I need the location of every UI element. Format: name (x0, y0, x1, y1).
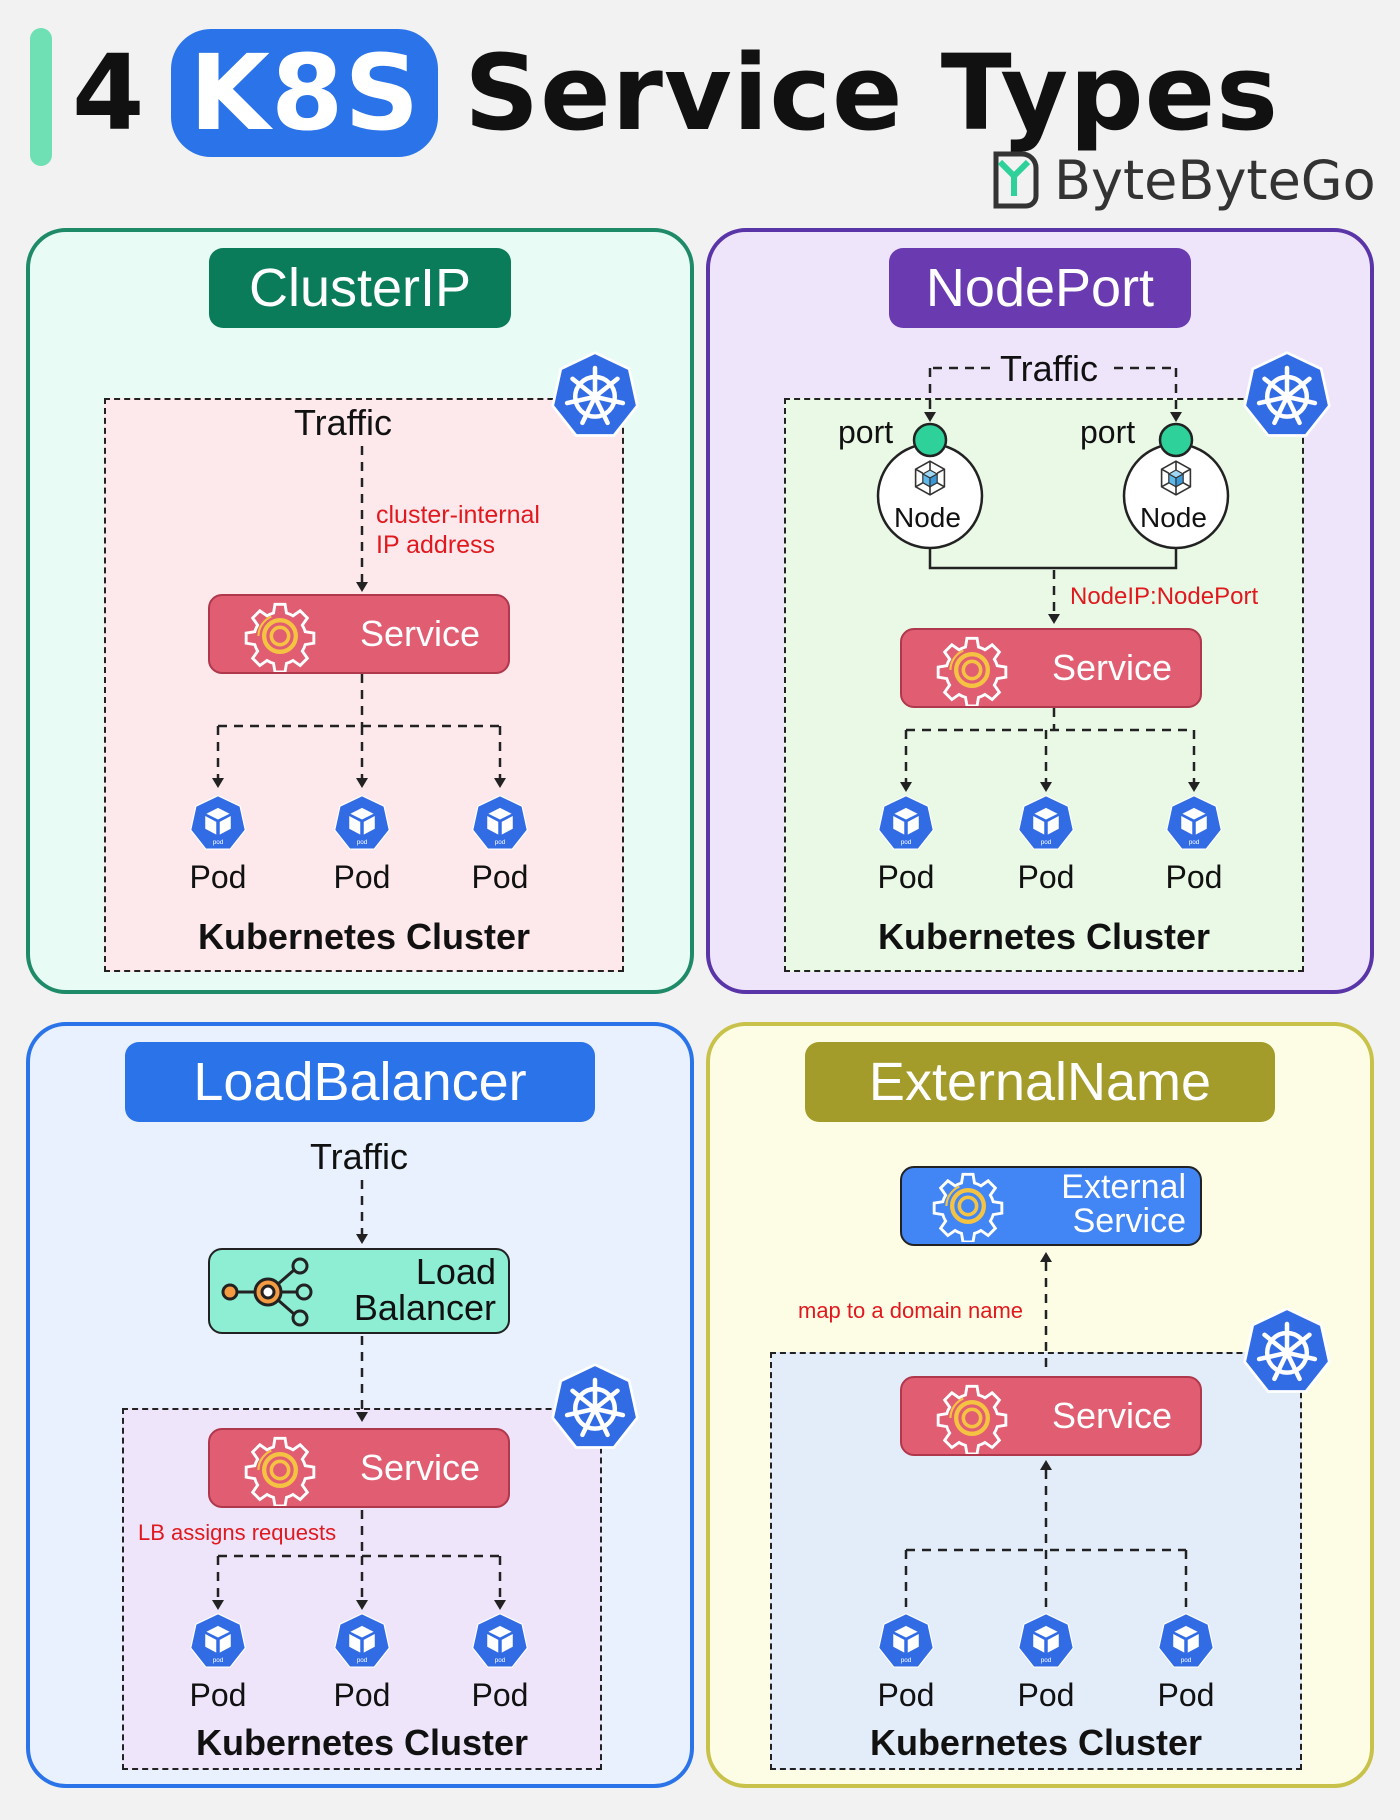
pod: Pod (158, 1612, 278, 1714)
node-label: Node (894, 502, 961, 533)
cluster-label: Kubernetes Cluster (195, 1722, 529, 1763)
node-label: Node (1140, 502, 1207, 533)
kubernetes-wheel-icon (1242, 1306, 1332, 1396)
title-accent-bar (30, 28, 52, 166)
kubernetes-cluster-box: Kubernetes Cluster (770, 1352, 1302, 1770)
pod-icon (333, 1612, 391, 1670)
service-label: Service (1052, 647, 1173, 688)
pod: Pod (302, 1612, 422, 1714)
brand: ByteByteGo (990, 142, 1376, 218)
pod-icon (1157, 1612, 1215, 1670)
lb-label-line-1: Load (415, 1251, 496, 1292)
page-title: 4 K8S Service Types (72, 18, 1279, 168)
external-label-line-2: Service (1072, 1202, 1186, 1240)
pod-icon (189, 794, 247, 852)
gear-icon (932, 1170, 1004, 1242)
service-box: Service (900, 1376, 1202, 1456)
external-service-box: External Service (900, 1166, 1202, 1246)
external-label-line-1: External (1061, 1168, 1186, 1206)
pod-label: Pod (877, 1677, 935, 1713)
annotation-line-2: IP address (376, 531, 496, 559)
gear-icon (936, 634, 1008, 706)
pod-label: Pod (333, 1677, 391, 1713)
panel-title-nodeport: NodePort (889, 248, 1191, 328)
traffic-label: Traffic (310, 1136, 409, 1177)
cluster-label: Kubernetes Cluster (197, 916, 531, 957)
pod-label: Pod (1157, 1677, 1215, 1713)
service-label: Service (360, 1447, 481, 1488)
pod-label: Pod (333, 859, 391, 895)
pod: Pod (440, 1612, 560, 1714)
brand-name: ByteByteGo (1054, 148, 1376, 212)
panel-nodeport: NodePort Kubernetes Cluster Traffic port… (706, 228, 1374, 994)
pod-label: Pod (471, 859, 529, 895)
pod-icon (471, 1612, 529, 1670)
pod-icon (471, 794, 529, 852)
service-box: Service (208, 594, 510, 674)
pod-icon (1017, 794, 1075, 852)
pod: Pod (302, 794, 422, 896)
lb-annotation: LB assigns requests (138, 1520, 337, 1545)
pod: Pod (158, 794, 278, 896)
bytebytego-logo-icon (993, 151, 1039, 209)
pod-icon (877, 794, 935, 852)
traffic-label: Traffic (294, 402, 393, 443)
kubernetes-wheel-icon (1242, 350, 1332, 440)
traffic-label: Traffic (1000, 348, 1099, 389)
pod-icon (1017, 1612, 1075, 1670)
kubernetes-wheel-icon (550, 350, 640, 440)
pod-label: Pod (1165, 859, 1223, 895)
service-box: Service (900, 628, 1202, 708)
node-cube-icon (1156, 458, 1196, 498)
panel-loadbalancer: LoadBalancer Traffic Load Balancer Kuber… (26, 1022, 694, 1788)
pod-icon (333, 794, 391, 852)
pod-icon (1165, 794, 1223, 852)
pod-icon (877, 1612, 935, 1670)
pod-label: Pod (189, 859, 247, 895)
pod: Pod (986, 794, 1106, 896)
pod-label: Pod (877, 859, 935, 895)
lb-label-line-2: Balancer (353, 1287, 496, 1328)
gear-icon (244, 600, 316, 672)
cluster-label: Kubernetes Cluster (869, 1722, 1203, 1763)
title-rest: Service Types (464, 32, 1280, 154)
port-label: port (1080, 414, 1136, 450)
pod-label: Pod (1017, 859, 1075, 895)
cluster-label: Kubernetes Cluster (877, 916, 1211, 957)
gear-icon (244, 1434, 316, 1506)
pod: Pod (846, 794, 966, 896)
pod: Pod (440, 794, 560, 896)
title-number: 4 (72, 32, 146, 154)
panel-externalname: ExternalName External Service map to a d… (706, 1022, 1374, 1788)
node-cube-icon (910, 458, 950, 498)
pod: Pod (846, 1612, 966, 1714)
service-label: Service (360, 613, 481, 654)
externalname-annotation: map to a domain name (798, 1298, 1024, 1323)
gear-icon (936, 1382, 1008, 1454)
service-label: Service (1052, 1395, 1173, 1436)
load-balancer-icon (221, 1257, 313, 1327)
pod: Pod (986, 1612, 1106, 1714)
panel-title-clusterip: ClusterIP (209, 248, 511, 328)
port-label: port (838, 414, 894, 450)
pod-label: Pod (1017, 1677, 1075, 1713)
annotation-line-1: cluster-internal (376, 501, 540, 529)
panel-clusterip: ClusterIP Kubernetes Cluster Traffic clu… (26, 228, 694, 994)
title-highlight: K8S (171, 29, 439, 157)
kubernetes-wheel-icon (550, 1362, 640, 1452)
nodeport-annotation: NodeIP:NodePort (1070, 583, 1259, 610)
panel-title-loadbalancer: LoadBalancer (125, 1042, 595, 1122)
kubernetes-cluster-box: Kubernetes Cluster (104, 398, 624, 972)
load-balancer-box: Load Balancer (208, 1248, 510, 1334)
panel-title-externalname: ExternalName (805, 1042, 1275, 1122)
pod: Pod (1126, 1612, 1246, 1714)
pod-label: Pod (189, 1677, 247, 1713)
pod: Pod (1134, 794, 1254, 896)
pod-label: Pod (471, 1677, 529, 1713)
service-box: Service (208, 1428, 510, 1508)
pod-icon (189, 1612, 247, 1670)
